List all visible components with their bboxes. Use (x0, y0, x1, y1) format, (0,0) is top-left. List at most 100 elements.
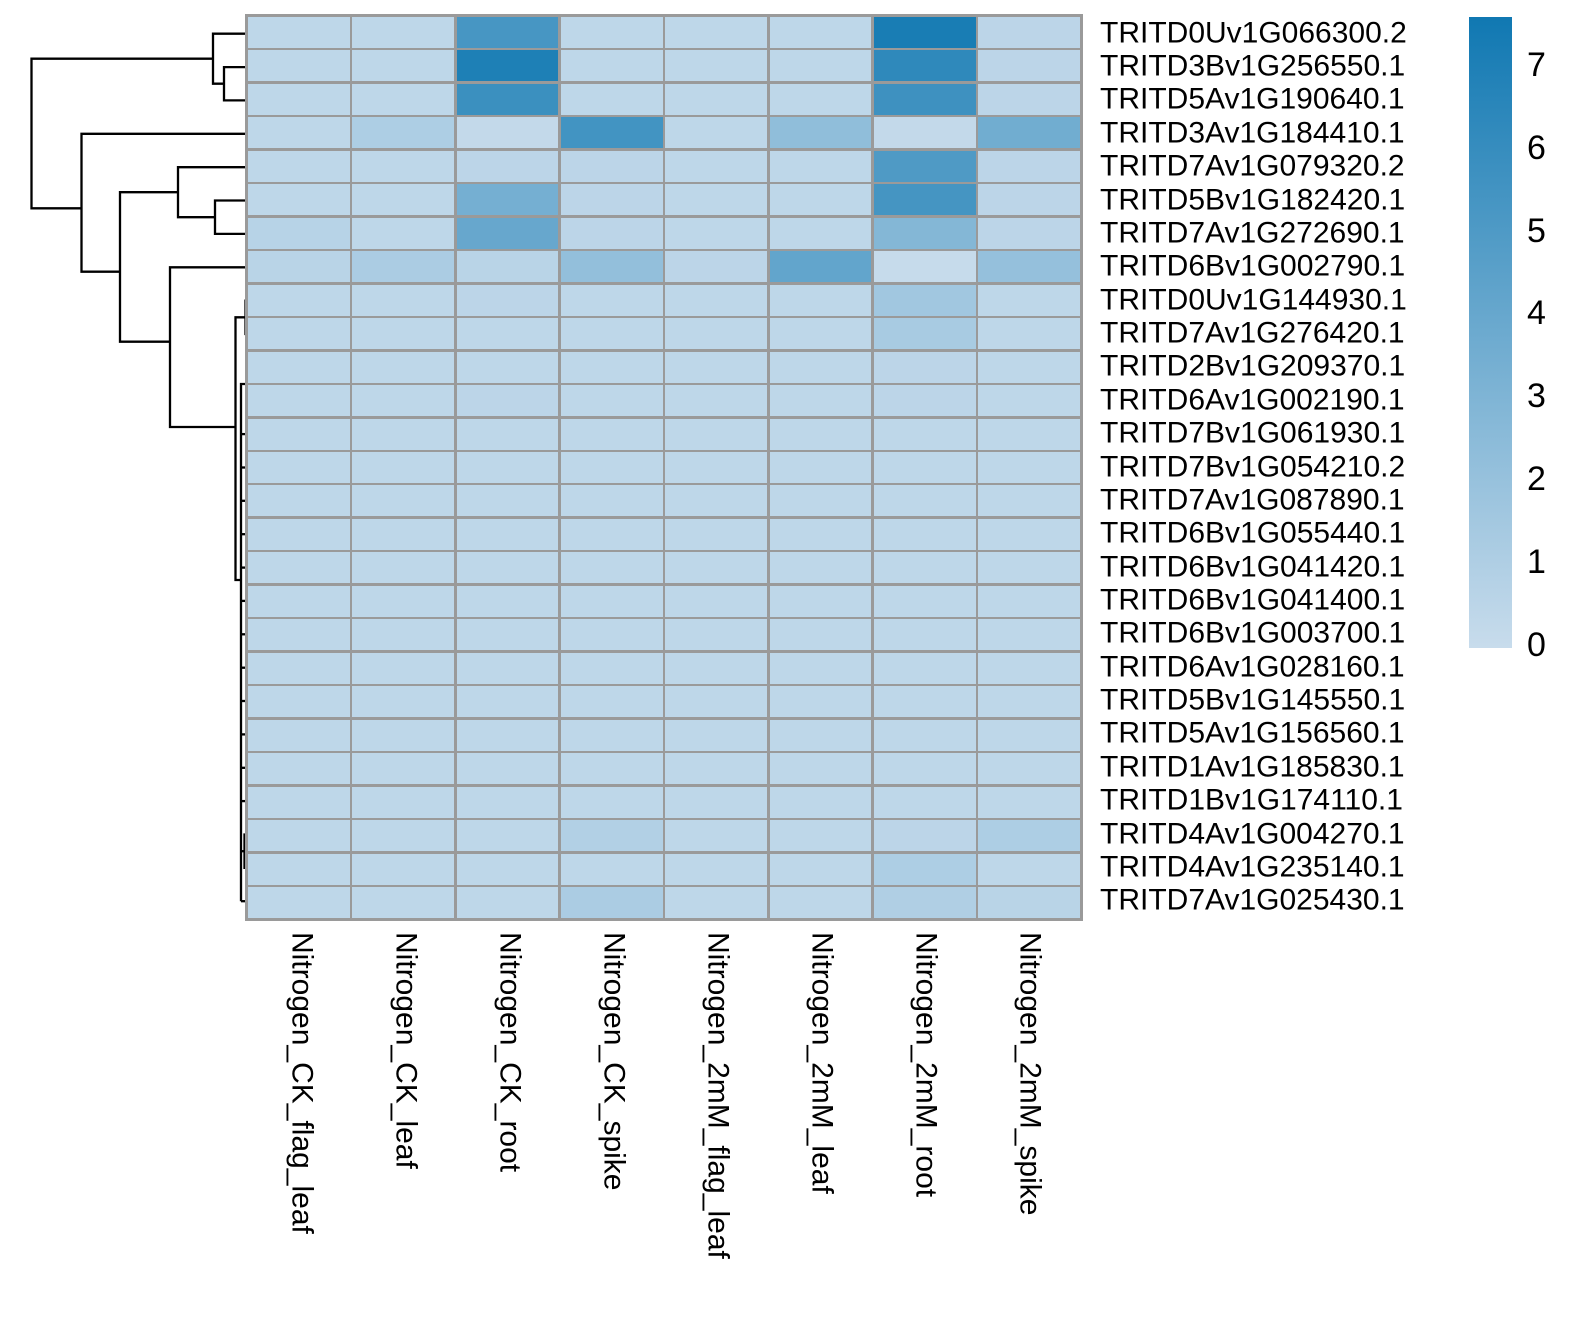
heatmap-cell-r15c7 (873, 485, 976, 517)
heatmap-cell-r19c5 (665, 619, 768, 651)
row-label: TRITD1Bv1G174110.1 (1100, 783, 1403, 817)
heatmap-cell-r22c6 (769, 719, 872, 751)
heatmap-cell-r22c7 (873, 719, 976, 751)
heatmap-cell-r19c7 (873, 619, 976, 651)
row-label: TRITD6Bv1G041400.1 (1100, 583, 1406, 617)
heatmap-cell-r3c4 (560, 83, 663, 115)
heatmap-cell-r14c8 (978, 452, 1080, 483)
heatmap-cell-r13c5 (665, 418, 768, 450)
heatmap-cell-r1c1 (248, 17, 350, 48)
heatmap-cell-r15c5 (665, 485, 768, 517)
heatmap-cell-r11c5 (665, 351, 768, 383)
heatmap-cell-r21c6 (769, 686, 872, 718)
heatmap-cell-r25c5 (665, 820, 768, 852)
heatmap-cell-r10c7 (873, 318, 976, 350)
heatmap-cell-r23c1 (248, 753, 350, 785)
heatmap-cell-r6c8 (978, 184, 1080, 216)
heatmap-cell-r24c4 (560, 786, 663, 818)
heatmap-cell-r6c5 (665, 184, 768, 216)
heatmap-cell-r2c6 (769, 50, 872, 82)
heatmap-cell-r25c1 (248, 820, 350, 852)
heatmap-cell-r19c6 (769, 619, 872, 651)
heatmap-cell-r12c2 (352, 385, 455, 417)
heatmap-cell-r8c7 (873, 251, 976, 283)
row-label: TRITD6Bv1G041420.1 (1100, 550, 1406, 584)
heatmap-cell-r12c6 (769, 385, 872, 417)
heatmap-cell-r23c8 (978, 753, 1080, 785)
heatmap-cell-r17c4 (560, 552, 663, 584)
heatmap-cell-r7c8 (978, 217, 1080, 249)
heatmap-cell-r8c1 (248, 251, 350, 283)
heatmap-cell-r20c7 (873, 652, 976, 684)
heatmap-cell-r27c7 (873, 887, 976, 918)
legend-tick-label: 4 (1527, 294, 1546, 333)
heatmap-cell-r6c6 (769, 184, 872, 216)
heatmap-cell-r3c6 (769, 83, 872, 115)
heatmap-cell-r6c1 (248, 184, 350, 216)
heatmap-cell-r27c8 (978, 887, 1080, 918)
heatmap-cell-r1c3 (456, 17, 559, 48)
heatmap-cell-r22c8 (978, 719, 1080, 751)
heatmap-cell-r24c7 (873, 786, 976, 818)
heatmap-cell-r8c5 (665, 251, 768, 283)
column-label: Nitrogen_2mM_spike (1013, 932, 1047, 1216)
heatmap-cell-r23c3 (456, 753, 559, 785)
row-label: TRITD7Av1G079320.2 (1100, 149, 1405, 183)
heatmap-cell-r26c1 (248, 853, 350, 885)
heatmap-cell-r11c2 (352, 351, 455, 383)
row-label: TRITD0Uv1G066300.2 (1100, 16, 1407, 50)
row-label: TRITD0Uv1G144930.1 (1100, 283, 1407, 317)
heatmap-cell-r11c6 (769, 351, 872, 383)
row-label: TRITD5Av1G190640.1 (1100, 82, 1405, 116)
heatmap-cell-r1c4 (560, 17, 663, 48)
heatmap-cell-r19c4 (560, 619, 663, 651)
row-label: TRITD6Bv1G003700.1 (1100, 616, 1406, 650)
heatmap-cell-r14c3 (456, 452, 559, 483)
heatmap-cell-r20c6 (769, 652, 872, 684)
heatmap-cell-r8c8 (978, 251, 1080, 283)
heatmap-cell-r2c1 (248, 50, 350, 82)
heatmap-cell-r5c3 (456, 150, 559, 182)
column-label: Nitrogen_CK_root (493, 932, 527, 1173)
heatmap-cell-r16c2 (352, 518, 455, 550)
heatmap-cell-r19c3 (456, 619, 559, 651)
heatmap-cell-r9c8 (978, 284, 1080, 316)
heatmap-cell-r12c3 (456, 385, 559, 417)
row-label: TRITD6Bv1G055440.1 (1100, 516, 1406, 550)
heatmap-cell-r16c4 (560, 518, 663, 550)
heatmap-cell-r24c5 (665, 786, 768, 818)
heatmap-cell-r19c1 (248, 619, 350, 651)
heatmap-cell-r23c4 (560, 753, 663, 785)
heatmap-cell-r21c2 (352, 686, 455, 718)
heatmap-cell-r25c2 (352, 820, 455, 852)
heatmap-cell-r23c7 (873, 753, 976, 785)
heatmap-cell-r23c5 (665, 753, 768, 785)
row-label: TRITD5Bv1G182420.1 (1100, 182, 1406, 216)
heatmap-cell-r20c2 (352, 652, 455, 684)
heatmap-cell-r20c4 (560, 652, 663, 684)
heatmap-cell-r18c3 (456, 585, 559, 617)
heatmap-cell-r2c3 (456, 50, 559, 82)
heatmap-cell-r13c4 (560, 418, 663, 450)
heatmap-cell-r7c6 (769, 217, 872, 249)
heatmap-cell-r16c6 (769, 518, 872, 550)
legend-tick-label: 2 (1527, 460, 1546, 499)
legend-tick-label: 0 (1527, 626, 1546, 664)
heatmap-cell-r26c3 (456, 853, 559, 885)
heatmap-cell-r7c4 (560, 217, 663, 249)
heatmap-cell-r24c8 (978, 786, 1080, 818)
heatmap-cell-r9c7 (873, 284, 976, 316)
heatmap-cell-r8c2 (352, 251, 455, 283)
heatmap-cell-r1c6 (769, 17, 872, 48)
heatmap-cell-r17c1 (248, 552, 350, 584)
heatmap-cell-r12c5 (665, 385, 768, 417)
heatmap-cell-r15c6 (769, 485, 872, 517)
heatmap-cell-r26c2 (352, 853, 455, 885)
row-label: TRITD7Bv1G061930.1 (1100, 416, 1406, 450)
heatmap-cell-r4c3 (456, 117, 559, 149)
heatmap-cell-r18c7 (873, 585, 976, 617)
row-label: TRITD7Av1G025430.1 (1100, 883, 1405, 917)
heatmap-cell-r21c5 (665, 686, 768, 718)
heatmap-cell-r15c4 (560, 485, 663, 517)
heatmap-cell-r2c7 (873, 50, 976, 82)
